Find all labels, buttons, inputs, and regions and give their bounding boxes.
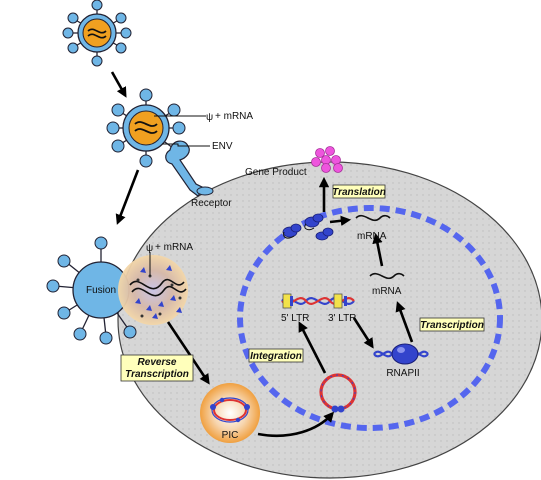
integrated-provirus [281,293,355,309]
rnapii-label: RNAPII [386,368,419,379]
fusion-label: Fusion [86,285,116,296]
env-pointer [162,143,210,147]
mrna-label-top: + mRNA [215,111,253,122]
gene-product-label: Gene Product [245,167,307,178]
receptor-label: Receptor [191,198,232,209]
mrna-squiggle-lower [369,272,405,280]
psi-symbol-top: ψ [206,112,213,123]
fusion-content-blob [118,255,188,325]
svg-text:Transcription: Transcription [125,369,189,380]
svg-text:Reverse: Reverse [138,357,177,368]
svg-text:Integration: Integration [250,351,302,362]
translation-label-box: Translation [332,184,386,199]
reverse-transcription-label-box: Reverse Transcription [120,354,194,382]
svg-text:Transcription: Transcription [420,320,484,331]
receptor [165,140,214,197]
gene-product-cluster [311,146,343,173]
ltr5-label: 5' LTR [281,313,309,324]
virus-particle-1 [62,0,132,67]
ribosomes [282,213,334,241]
psi-symbol-fusion: ψ [146,243,153,254]
arrows [110,71,414,438]
env-label: ENV [212,141,233,152]
ltr3-label: 3' LTR [328,313,356,324]
pic [200,383,260,443]
transcription-label-box: Transcription [419,317,485,332]
integration-label-box: Integration [248,348,304,363]
nucleus [237,205,503,431]
fusion-virus [46,236,137,345]
mrna-label-fusion: + mRNA [155,242,193,253]
mrna-squiggle-upper [355,214,391,222]
pic-label: PIC [222,430,239,441]
mrna-label-lower: mRNA [372,286,402,297]
rnapii-complex [373,343,429,365]
circular-dna [319,373,357,413]
mrna-label-upper: mRNA [357,231,387,242]
svg-text:Translation: Translation [332,187,386,198]
